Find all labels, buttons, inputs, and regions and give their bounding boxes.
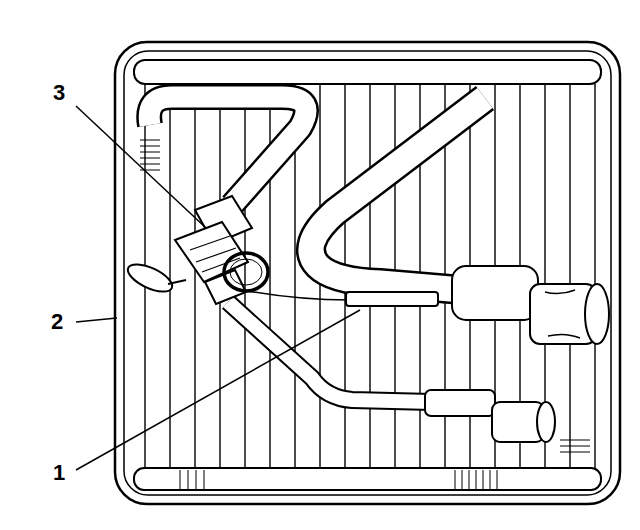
upper-tank bbox=[134, 60, 601, 84]
sensor-coil-inner bbox=[230, 259, 262, 285]
refrigerant-tubes bbox=[149, 97, 485, 402]
temperature-sensor bbox=[124, 253, 438, 306]
callout-number: 3 bbox=[52, 82, 66, 104]
liquid-fitting bbox=[425, 390, 495, 416]
liquid-tube-fill bbox=[228, 302, 432, 402]
callout-number: 1 bbox=[52, 462, 66, 484]
tube-fittings bbox=[425, 266, 609, 442]
leader-line bbox=[76, 106, 206, 228]
upper-u-tube-fill bbox=[149, 97, 306, 205]
callout-number: 2 bbox=[50, 311, 64, 333]
suction-port-end bbox=[585, 284, 609, 344]
leader-line bbox=[76, 318, 117, 322]
core-inner-outline bbox=[124, 51, 611, 495]
core-outline bbox=[115, 42, 620, 504]
suction-tube-fill bbox=[311, 98, 485, 290]
liquid-port-end bbox=[537, 402, 555, 442]
core-fins bbox=[145, 84, 595, 468]
valve-detail bbox=[190, 236, 240, 272]
suction-tube bbox=[311, 98, 485, 290]
sensor-lead bbox=[168, 280, 186, 284]
evaporator-core bbox=[115, 42, 620, 504]
sensor-clip bbox=[346, 292, 438, 306]
expansion-valve bbox=[175, 196, 252, 304]
sensor-wire bbox=[232, 288, 350, 300]
sensor-coil bbox=[224, 253, 268, 291]
liquid-tube bbox=[228, 302, 432, 402]
sensor-bulb bbox=[124, 259, 176, 297]
port-detail bbox=[545, 290, 580, 338]
upper-u-tube bbox=[149, 97, 306, 205]
suction-fitting bbox=[452, 266, 538, 320]
leader-line bbox=[76, 310, 360, 470]
leader-lines bbox=[76, 106, 360, 470]
